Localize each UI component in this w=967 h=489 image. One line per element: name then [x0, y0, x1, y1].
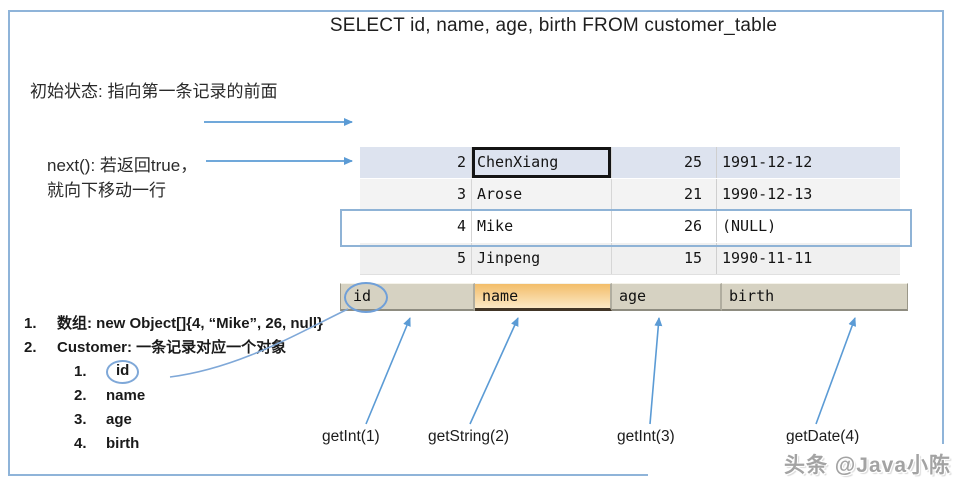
cell-name: Arose	[472, 179, 612, 210]
selected-cell: ChenXiang	[472, 147, 612, 178]
note-field-id: 1. id	[74, 360, 323, 384]
next-note-line2: 就向下移动一行	[47, 181, 166, 200]
highlighted-row-outline	[340, 209, 912, 247]
note-number: 1.	[24, 315, 37, 332]
cell-age: 26	[612, 211, 717, 242]
field-birth-label: birth	[106, 435, 140, 452]
table-row: 2 ChenXiang 25 1991-12-12	[360, 147, 900, 179]
note-customer: 2. Customer: 一条记录对应一个对象	[24, 336, 323, 360]
cell-age: 15	[612, 243, 717, 274]
result-grid: 2 ChenXiang 25 1991-12-12 3 Arose 21 199…	[360, 147, 900, 275]
getstring2-label: getString(2)	[428, 428, 509, 445]
cell-age: 21	[612, 179, 717, 210]
note-field-name: 2. name	[74, 384, 323, 408]
cell-birth: 1991-12-12	[722, 153, 813, 171]
table-row: 5 Jinpeng 15 1990-11-11	[360, 243, 900, 275]
note-field-birth: 4. birth	[74, 432, 323, 456]
next-note-line1: next(): 若返回true，	[47, 156, 198, 175]
frame-border	[8, 10, 944, 476]
field-id-circled: id	[106, 360, 140, 384]
column-header-row: id name age birth	[340, 283, 908, 311]
table-row: 4 Mike 26 (NULL)	[360, 211, 900, 243]
next-method-note: next(): 若返回true， 就向下移动一行	[47, 153, 197, 203]
header-name: name	[475, 283, 612, 311]
cell-name: Mike	[472, 211, 612, 242]
cell-id: 4	[360, 211, 472, 242]
note-number: 1.	[74, 363, 87, 380]
note-number: 2.	[74, 387, 87, 404]
initial-state-note: 初始状态: 指向第一条记录的前面	[30, 82, 278, 101]
note-number: 3.	[74, 411, 87, 428]
field-name-label: name	[106, 387, 146, 404]
getint3-label: getInt(3)	[617, 428, 675, 445]
cell-birth: 1990-11-11	[722, 249, 813, 267]
cell-name: Jinpeng	[472, 243, 612, 274]
cell-id: 2	[360, 147, 472, 178]
cell-id: 5	[360, 243, 472, 274]
cell-id: 3	[360, 179, 472, 210]
getdate4-label: getDate(4)	[786, 428, 860, 445]
cell-birth: 1990-12-13	[722, 185, 813, 203]
notes-list: 1. 数组: new Object[]{4, “Mike”, 26, null}…	[24, 312, 323, 456]
note-number: 4.	[74, 435, 87, 452]
header-birth: birth	[722, 283, 908, 311]
note-array-text: 数组: new Object[]{4, “Mike”, 26, null}	[57, 315, 323, 332]
field-age-label: age	[106, 411, 132, 428]
note-field-age: 3. age	[74, 408, 323, 432]
getint1-label: getInt(1)	[322, 428, 380, 445]
watermark-background	[648, 444, 967, 489]
table-row: 3 Arose 21 1990-12-13	[360, 179, 900, 211]
sql-statement: SELECT id, name, age, birth FROM custome…	[329, 15, 778, 36]
cell-birth: (NULL)	[722, 217, 777, 235]
watermark-text: 头条 @Java小陈	[783, 454, 951, 477]
note-array: 1. 数组: new Object[]{4, “Mike”, 26, null}	[24, 312, 323, 336]
note-number: 2.	[24, 339, 37, 356]
cell-age: 25	[612, 147, 717, 178]
note-customer-text: Customer: 一条记录对应一个对象	[57, 339, 287, 356]
id-header-circle	[344, 282, 388, 313]
header-age: age	[612, 283, 722, 311]
